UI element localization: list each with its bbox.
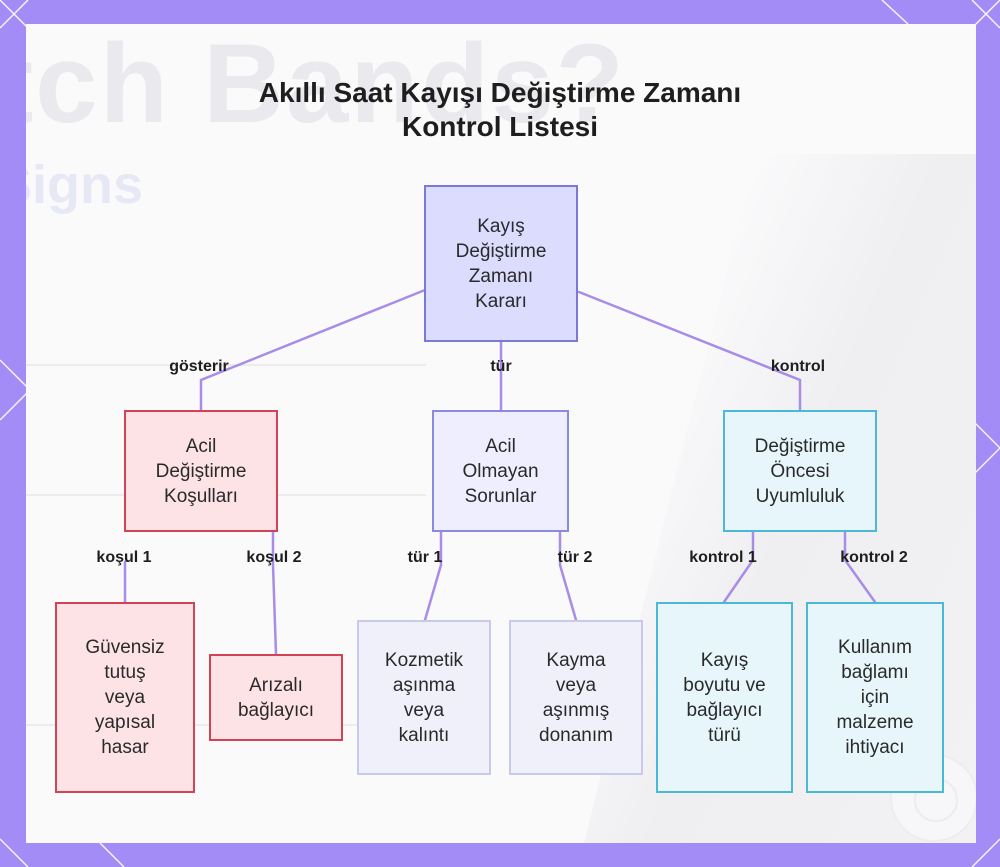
edge-root-compat (577, 290, 802, 412)
node-text: Kullanım (838, 637, 912, 658)
node-text: boyutu ve (683, 674, 766, 696)
node-text: Sorunlar (464, 485, 537, 507)
node-text: donanım (539, 724, 613, 746)
node-text: Kararı (475, 290, 527, 312)
edge-label-check2: kontrol 2 (840, 549, 908, 566)
edge-label-type: tür (490, 358, 512, 375)
edge-compat-material (843, 530, 877, 604)
node-text: Değiştirme (155, 460, 247, 482)
node-text: bağlayıcı (686, 699, 763, 721)
node-text: ihtiyacı (845, 737, 905, 758)
node-decision: Kayış Değiştirme Zamanı Kararı (424, 185, 578, 342)
node-compatibility: Değiştirme Öncesi Uyumluluk (723, 410, 877, 532)
node-slipping-hardware: Kayma veya aşınmış donanım (509, 620, 643, 775)
node-material-need: Kullanım bağlamı için malzeme ihtiyacı (806, 602, 944, 793)
node-strap-size: Kayış boyutu ve bağlayıcı türü (656, 602, 793, 793)
node-text: malzeme (836, 712, 914, 733)
title-line-2: Kontrol Listesi (401, 111, 598, 142)
edge-label-check1: kontrol 1 (689, 549, 757, 566)
title-line-1: Akıllı Saat Kayışı Değiştirme Zamanı (258, 77, 742, 108)
node-text: Değiştirme (754, 435, 846, 457)
node-text: Kozmetik (384, 649, 464, 671)
edge-nonurgent-cosmetic (423, 530, 443, 622)
node-text: için (860, 687, 890, 708)
node-text: kalıntı (398, 724, 450, 746)
node-text: Kayış (700, 649, 749, 671)
node-text: veya (403, 699, 445, 721)
edge-label-type1: tür 1 (407, 549, 443, 566)
node-urgent-conditions: Acil Değiştirme Koşulları (124, 410, 278, 532)
node-text: yapısal (94, 712, 156, 733)
edge-label-cond2: koşul 2 (246, 549, 302, 566)
edge-label-type2: tür 2 (557, 549, 593, 566)
edge-label-shows: gösterir (169, 358, 229, 375)
node-faulty-connector: Arızalı bağlayıcı (209, 654, 343, 741)
node-text: hasar (101, 737, 149, 758)
node-text: Kayış (477, 215, 525, 237)
node-text: Acil (485, 435, 516, 457)
edge-label-cond1: koşul 1 (96, 549, 152, 566)
node-nonurgent-issues: Acil Olmayan Sorunlar (432, 410, 569, 532)
node-text: bağlamı (841, 662, 909, 683)
edge-urgent-connector (271, 530, 278, 656)
node-text: Değiştirme (455, 240, 547, 262)
node-unsafe-grip: Güvensiz tutuş veya yapısal hasar (55, 602, 195, 793)
background-watermark-text: tch Bands? (26, 24, 626, 146)
node-text: Arızalı (249, 674, 303, 696)
edge-nonurgent-slip (558, 530, 578, 622)
node-text: aşınmış (542, 699, 610, 721)
node-cosmetic-wear: Kozmetik aşınma veya kalıntı (357, 620, 491, 775)
edge-root-urgent (199, 288, 427, 412)
node-text: Öncesi (770, 460, 830, 482)
node-text: aşınma (392, 674, 456, 696)
node-text: Olmayan (462, 460, 539, 482)
edge-label-check: kontrol (770, 358, 826, 375)
node-text: Güvensiz (85, 637, 165, 658)
edge-compat-size (722, 530, 755, 604)
node-text: veya (104, 687, 146, 708)
diagram-title: Akıllı Saat Kayışı Değiştirme Zamanı Kon… (0, 76, 1000, 144)
node-text: Acil (185, 435, 217, 457)
node-text: Koşulları (164, 485, 238, 507)
background-divider (26, 364, 426, 366)
node-text: Uyumluluk (755, 485, 845, 507)
node-text: Kayma (546, 649, 606, 671)
node-text: veya (555, 674, 597, 696)
background-watermark-text: Signs (26, 155, 144, 215)
node-text: türü (708, 724, 741, 746)
node-text: Zamanı (468, 265, 534, 287)
node-text: bağlayıcı (237, 699, 315, 721)
node-text: tutuş (104, 662, 146, 683)
